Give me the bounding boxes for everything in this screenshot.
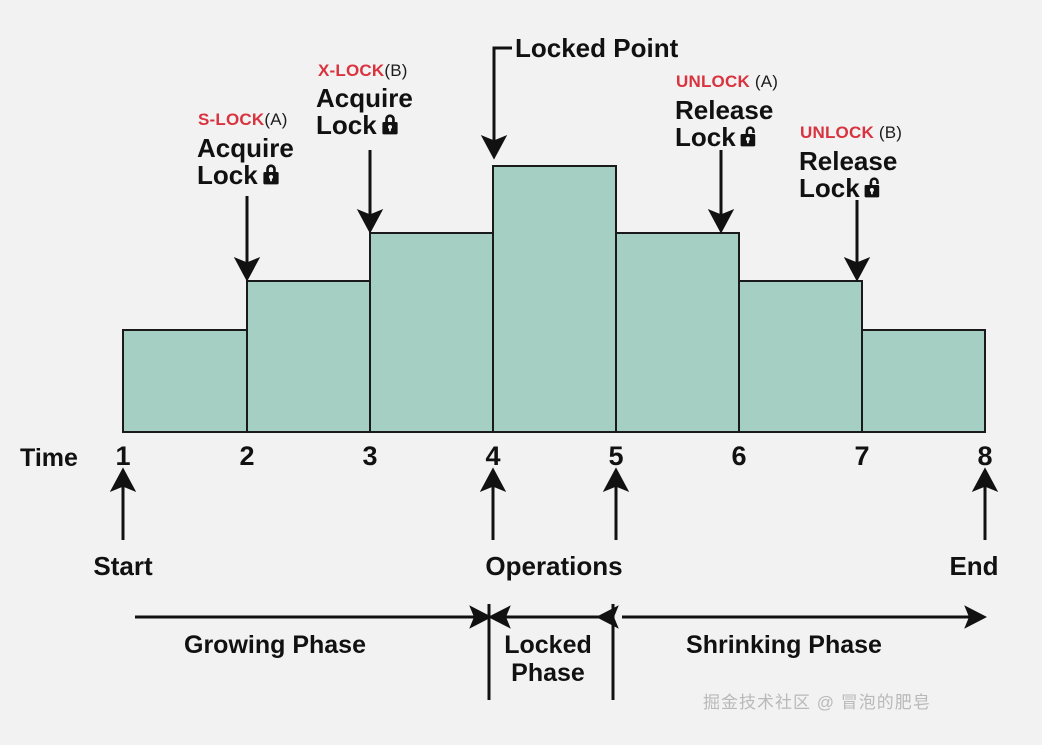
slock-body-line1: Acquire	[197, 133, 294, 163]
closed-lock-icon	[260, 162, 282, 191]
bar-2	[246, 280, 371, 433]
tick-label-2: 2	[239, 441, 255, 471]
tick-label-7: 7	[854, 441, 870, 471]
slock-tag-arg: (A)	[264, 110, 288, 129]
xlock-body-line1: Acquire	[316, 83, 413, 113]
phase-label-locked-line2: Phase	[511, 659, 585, 687]
open-lock-icon	[738, 124, 760, 153]
unlock-b-body: Release Lock	[799, 146, 898, 204]
tick-label-3: 3	[362, 441, 378, 471]
slock-tag-text: S-LOCK	[198, 110, 265, 129]
phase-label-growing: Growing Phase	[184, 631, 366, 659]
axis-title-time: Time	[20, 444, 78, 472]
phase-label-locked-line1: Locked	[504, 631, 592, 659]
locked-point-label: Locked Point	[515, 33, 679, 63]
unlock-a-body-line2-row: Lock	[675, 124, 773, 153]
watermark: 掘金技术社区 @ 冒泡的肥皂	[703, 693, 931, 712]
marker-label-start: Start	[93, 551, 153, 581]
bars-group	[122, 165, 986, 433]
arrow-locked-point	[480, 46, 512, 160]
xlock-tag-text: X-LOCK	[318, 61, 385, 80]
unlock-b-body-line2-row: Lock	[799, 175, 897, 204]
open-lock-icon	[862, 175, 884, 204]
slock-body-line2-row: Lock	[197, 162, 294, 191]
bar-7	[861, 329, 986, 433]
bar-1	[122, 329, 248, 433]
unlock-a-body: Release Lock	[675, 95, 774, 153]
xlock-tag: X-LOCK(B)	[318, 61, 408, 81]
unlock-b-body-line1: Release	[799, 146, 898, 176]
tick-label-8: 8	[977, 441, 993, 471]
annotation-arrows	[233, 46, 871, 282]
tick-label-4: 4	[485, 441, 501, 471]
unlock-a-tag-arg: (A)	[754, 72, 779, 91]
xlock-body: Acquire Lock	[316, 83, 413, 141]
marker-label-operations: Operations	[485, 551, 623, 581]
marker-arrows	[109, 467, 999, 540]
xlock-body-line2: Lock	[316, 110, 377, 141]
unlock-b-body-line2: Lock	[799, 173, 860, 204]
unlock-b-tag: UNLOCK (B)	[800, 123, 902, 143]
tick-label-5: 5	[608, 441, 624, 471]
xlock-body-line2-row: Lock	[316, 112, 413, 141]
marker-label-end: End	[949, 551, 999, 581]
unlock-a-body-line1: Release	[675, 95, 774, 125]
phase-label-shrinking: Shrinking Phase	[686, 631, 882, 659]
unlock-b-tag-text: UNLOCK	[800, 123, 874, 142]
slock-body: Acquire Lock	[197, 133, 294, 191]
unlock-a-tag: UNLOCK (A)	[676, 72, 778, 92]
phase-label-locked: Locked Phase	[504, 631, 592, 687]
bar-3	[369, 232, 494, 433]
bar-6	[738, 280, 863, 433]
tick-label-1: 1	[115, 441, 131, 471]
bar-5	[615, 232, 740, 433]
phase-spans	[135, 604, 988, 700]
unlock-a-body-line2: Lock	[675, 122, 736, 153]
unlock-b-tag-arg: (B)	[878, 123, 903, 142]
tick-label-6: 6	[731, 441, 747, 471]
slock-tag: S-LOCK(A)	[198, 110, 288, 130]
xlock-tag-arg: (B)	[384, 61, 408, 80]
slock-body-line2: Lock	[197, 160, 258, 191]
closed-lock-icon	[379, 112, 401, 141]
unlock-a-tag-text: UNLOCK	[676, 72, 750, 91]
bar-4	[492, 165, 617, 433]
